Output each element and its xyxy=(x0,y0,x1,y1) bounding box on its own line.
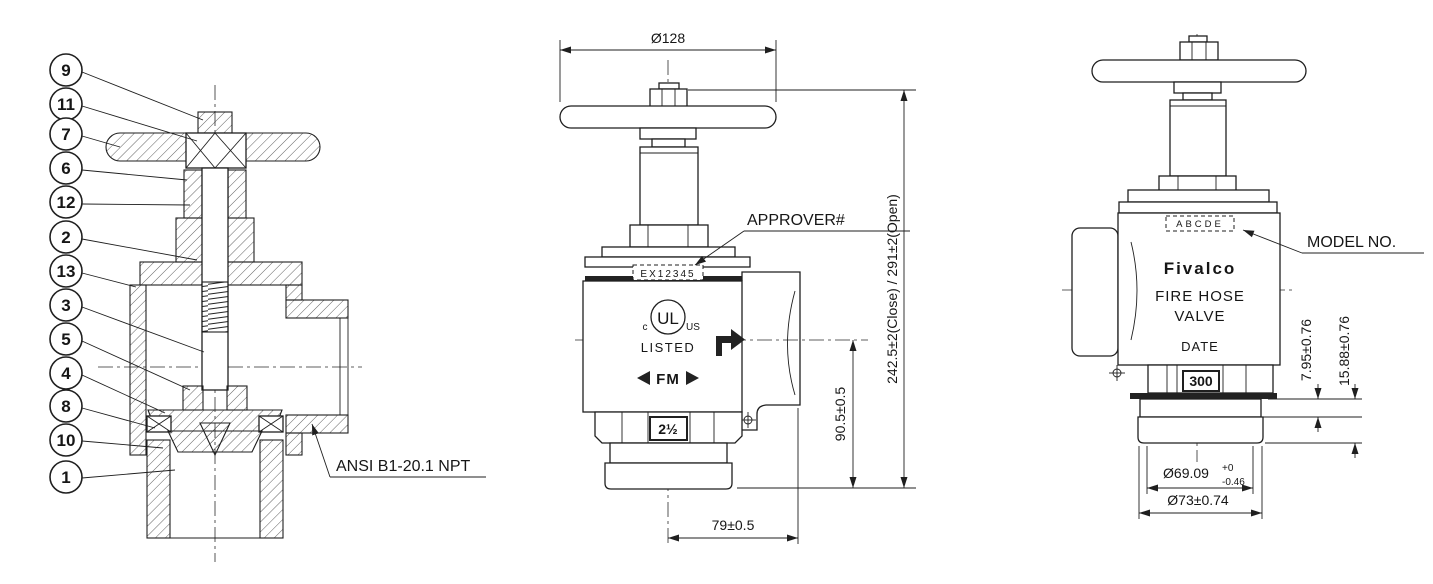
product-line1: FIRE HOSE xyxy=(1155,288,1245,305)
ul-listed-label: LISTED xyxy=(641,340,696,355)
callout-label: 1 xyxy=(61,468,70,487)
front-view: EX12345 UL c US LISTED FM xyxy=(559,30,916,546)
ul-logo-letters: UL xyxy=(657,309,679,328)
dim-center-to-face-label: 79±0.5 xyxy=(712,517,755,533)
side-view: ABCDE Fivalco FIRE HOSE VALVE DATE 300 xyxy=(1062,34,1424,519)
dim-overall-height: 242.5±2(Close) / 291±2(Open) xyxy=(688,89,916,489)
callout-10: 10 xyxy=(49,423,83,457)
callout-6: 6 xyxy=(49,151,83,185)
callout-label: 2 xyxy=(61,228,70,247)
body-markings: Fivalco FIRE HOSE VALVE DATE xyxy=(1155,259,1245,354)
dim-groove-depth: 7.95±0.76 xyxy=(1263,319,1362,432)
approval-plate: EX12345 xyxy=(632,264,704,281)
dim-groove-depth-label: 7.95±0.76 xyxy=(1298,319,1314,381)
bonnet-side xyxy=(1118,99,1278,214)
inlet-section xyxy=(146,439,284,539)
callout-label: 3 xyxy=(61,296,70,315)
fm-label: FM xyxy=(656,371,680,388)
approval-code: EX12345 xyxy=(640,269,695,280)
ul-us-mark: US xyxy=(686,322,700,333)
callout-label: 4 xyxy=(61,364,71,383)
model-note: MODEL NO. xyxy=(1242,229,1424,254)
dim-groove-dia: Ø69.09 +0 -0.46 xyxy=(1146,446,1254,494)
dim-groove-width: 15.88±0.76 xyxy=(1265,316,1362,458)
dim-center-to-base: 90.5±0.5 xyxy=(832,340,857,488)
dim-overall-height-label: 242.5±2(Close) / 291±2(Open) xyxy=(884,194,900,384)
body-side xyxy=(1071,212,1281,381)
disc-seat-section xyxy=(146,385,284,457)
callout-label: 6 xyxy=(61,159,70,178)
dim-groove-dia-label: Ø69.09 xyxy=(1163,465,1209,481)
thread-note: ANSI B1-20.1 NPT xyxy=(311,423,486,478)
ul-c-mark: c xyxy=(643,322,648,333)
thread-note-label: ANSI B1-20.1 NPT xyxy=(336,458,471,475)
callout-7: 7 xyxy=(49,117,83,151)
callout-2: 2 xyxy=(49,220,83,254)
model-plate: ABCDE xyxy=(1165,215,1235,232)
callout-12: 12 xyxy=(49,185,83,219)
fm-approval-mark: FM xyxy=(637,371,699,388)
outlet-side: 300 xyxy=(1130,364,1277,444)
bonnet-front xyxy=(584,146,751,281)
callout-label: 10 xyxy=(57,431,76,450)
fm-right-arrow-icon xyxy=(686,371,699,385)
callout-1: 1 xyxy=(49,460,83,494)
callout-label: 12 xyxy=(57,193,76,212)
fm-left-arrow-icon xyxy=(637,371,650,385)
callout-13: 13 xyxy=(49,254,83,288)
model-code: ABCDE xyxy=(1176,219,1224,230)
dim-center-to-face: 79±0.5 xyxy=(668,408,799,544)
dim-groove-width-label: 15.88±0.76 xyxy=(1336,316,1352,386)
callout-label: 13 xyxy=(57,262,76,281)
model-label: MODEL NO. xyxy=(1307,234,1396,251)
product-line2: VALVE xyxy=(1174,308,1225,325)
dim-handwheel-dia-label: Ø128 xyxy=(651,30,685,46)
dim-center-to-base-label: 90.5±0.5 xyxy=(832,387,848,442)
callout-5: 5 xyxy=(49,322,83,356)
ul-logo-icon xyxy=(650,299,686,335)
ul-listing-mark: UL c US LISTED xyxy=(641,299,700,355)
callout-label: 5 xyxy=(61,330,70,349)
approver-label: APPROVER# xyxy=(747,212,845,229)
callout-label: 7 xyxy=(61,125,70,144)
callout-3: 3 xyxy=(49,288,83,322)
handwheel-section xyxy=(105,111,321,169)
brand-label: Fivalco xyxy=(1164,259,1237,278)
callout-9: 9 xyxy=(49,53,83,87)
callout-11: 11 xyxy=(49,87,83,121)
callout-label: 11 xyxy=(57,95,75,114)
size-mark: 2½ xyxy=(658,421,678,437)
callout-4: 4 xyxy=(49,356,83,390)
body-front xyxy=(582,271,801,431)
callout-8: 8 xyxy=(49,389,83,423)
handwheel-front xyxy=(559,82,777,148)
approver-note: APPROVER# xyxy=(694,212,910,266)
outlet-front: 2½ xyxy=(594,411,743,490)
dim-outer-dia: Ø73±0.74 xyxy=(1138,446,1263,519)
section-view: 9 11 7 6 12 2 13 3 5 4 8 10 1 ANSI B1-20… xyxy=(49,53,486,562)
dim-outer-dia-label: Ø73±0.74 xyxy=(1167,492,1229,508)
callout-label: 9 xyxy=(61,61,70,80)
date-label: DATE xyxy=(1181,339,1219,354)
callout-label: 8 xyxy=(61,397,70,416)
stem-section xyxy=(201,167,229,391)
rating-mark: 300 xyxy=(1189,373,1213,389)
dim-groove-tol-top: +0 xyxy=(1222,463,1234,474)
dim-groove-tol-bot: -0.46 xyxy=(1222,477,1245,488)
flow-direction-arrow-icon xyxy=(716,329,745,356)
bonnet-section xyxy=(175,169,255,263)
handwheel-side xyxy=(1091,35,1307,101)
callouts: 9 11 7 6 12 2 13 3 5 4 8 10 1 xyxy=(49,53,205,494)
dim-handwheel-dia: Ø128 xyxy=(559,30,777,102)
